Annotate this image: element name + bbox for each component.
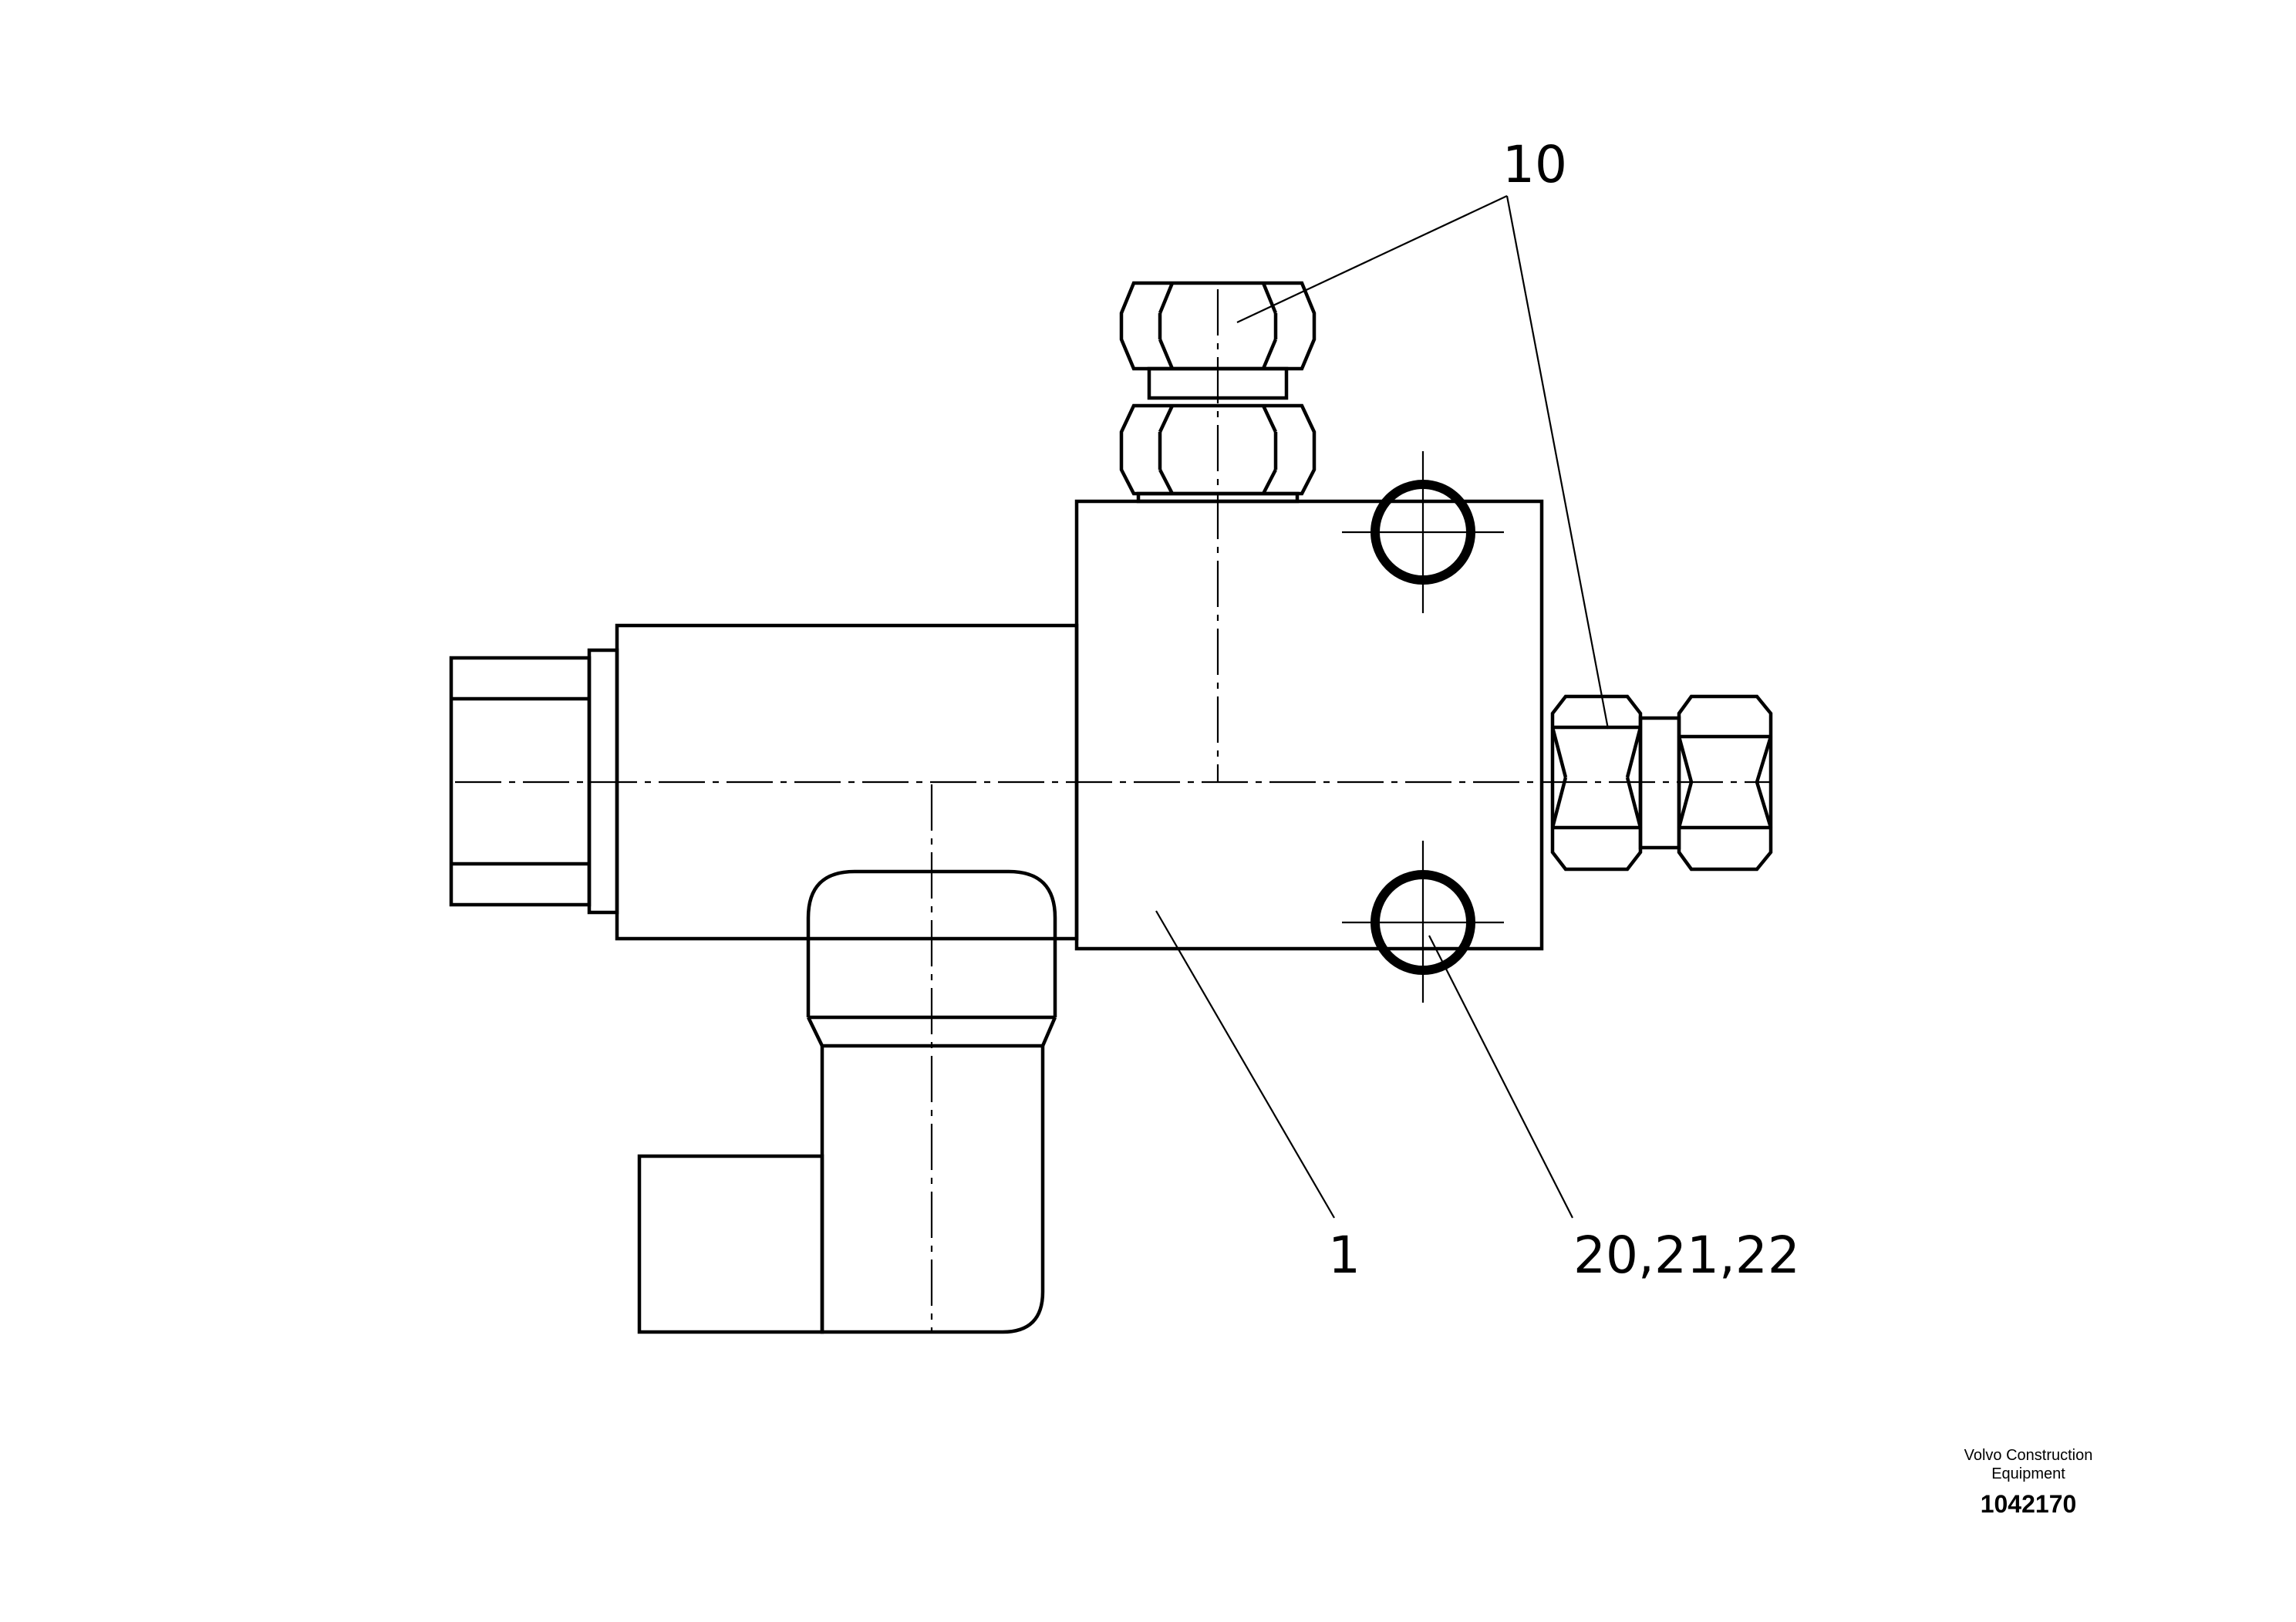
mounting-hole-upper bbox=[1342, 451, 1504, 613]
callout-label-10: 10 bbox=[1502, 135, 1567, 194]
valve-body bbox=[1074, 499, 1544, 951]
mounting-hole-lower bbox=[1342, 841, 1504, 1003]
electrical-connector bbox=[637, 869, 1057, 1334]
callout-label-20-21-22: 20,21,22 bbox=[1573, 1226, 1800, 1285]
right-fitting bbox=[1550, 694, 1773, 872]
leader-lines bbox=[1155, 195, 1610, 1219]
callout-label-1: 1 bbox=[1328, 1226, 1360, 1285]
part-number: 1042170 bbox=[1980, 1490, 2077, 1518]
company-name: Volvo Construction Equipment bbox=[1964, 1447, 2093, 1482]
centerlines bbox=[455, 289, 1771, 1332]
